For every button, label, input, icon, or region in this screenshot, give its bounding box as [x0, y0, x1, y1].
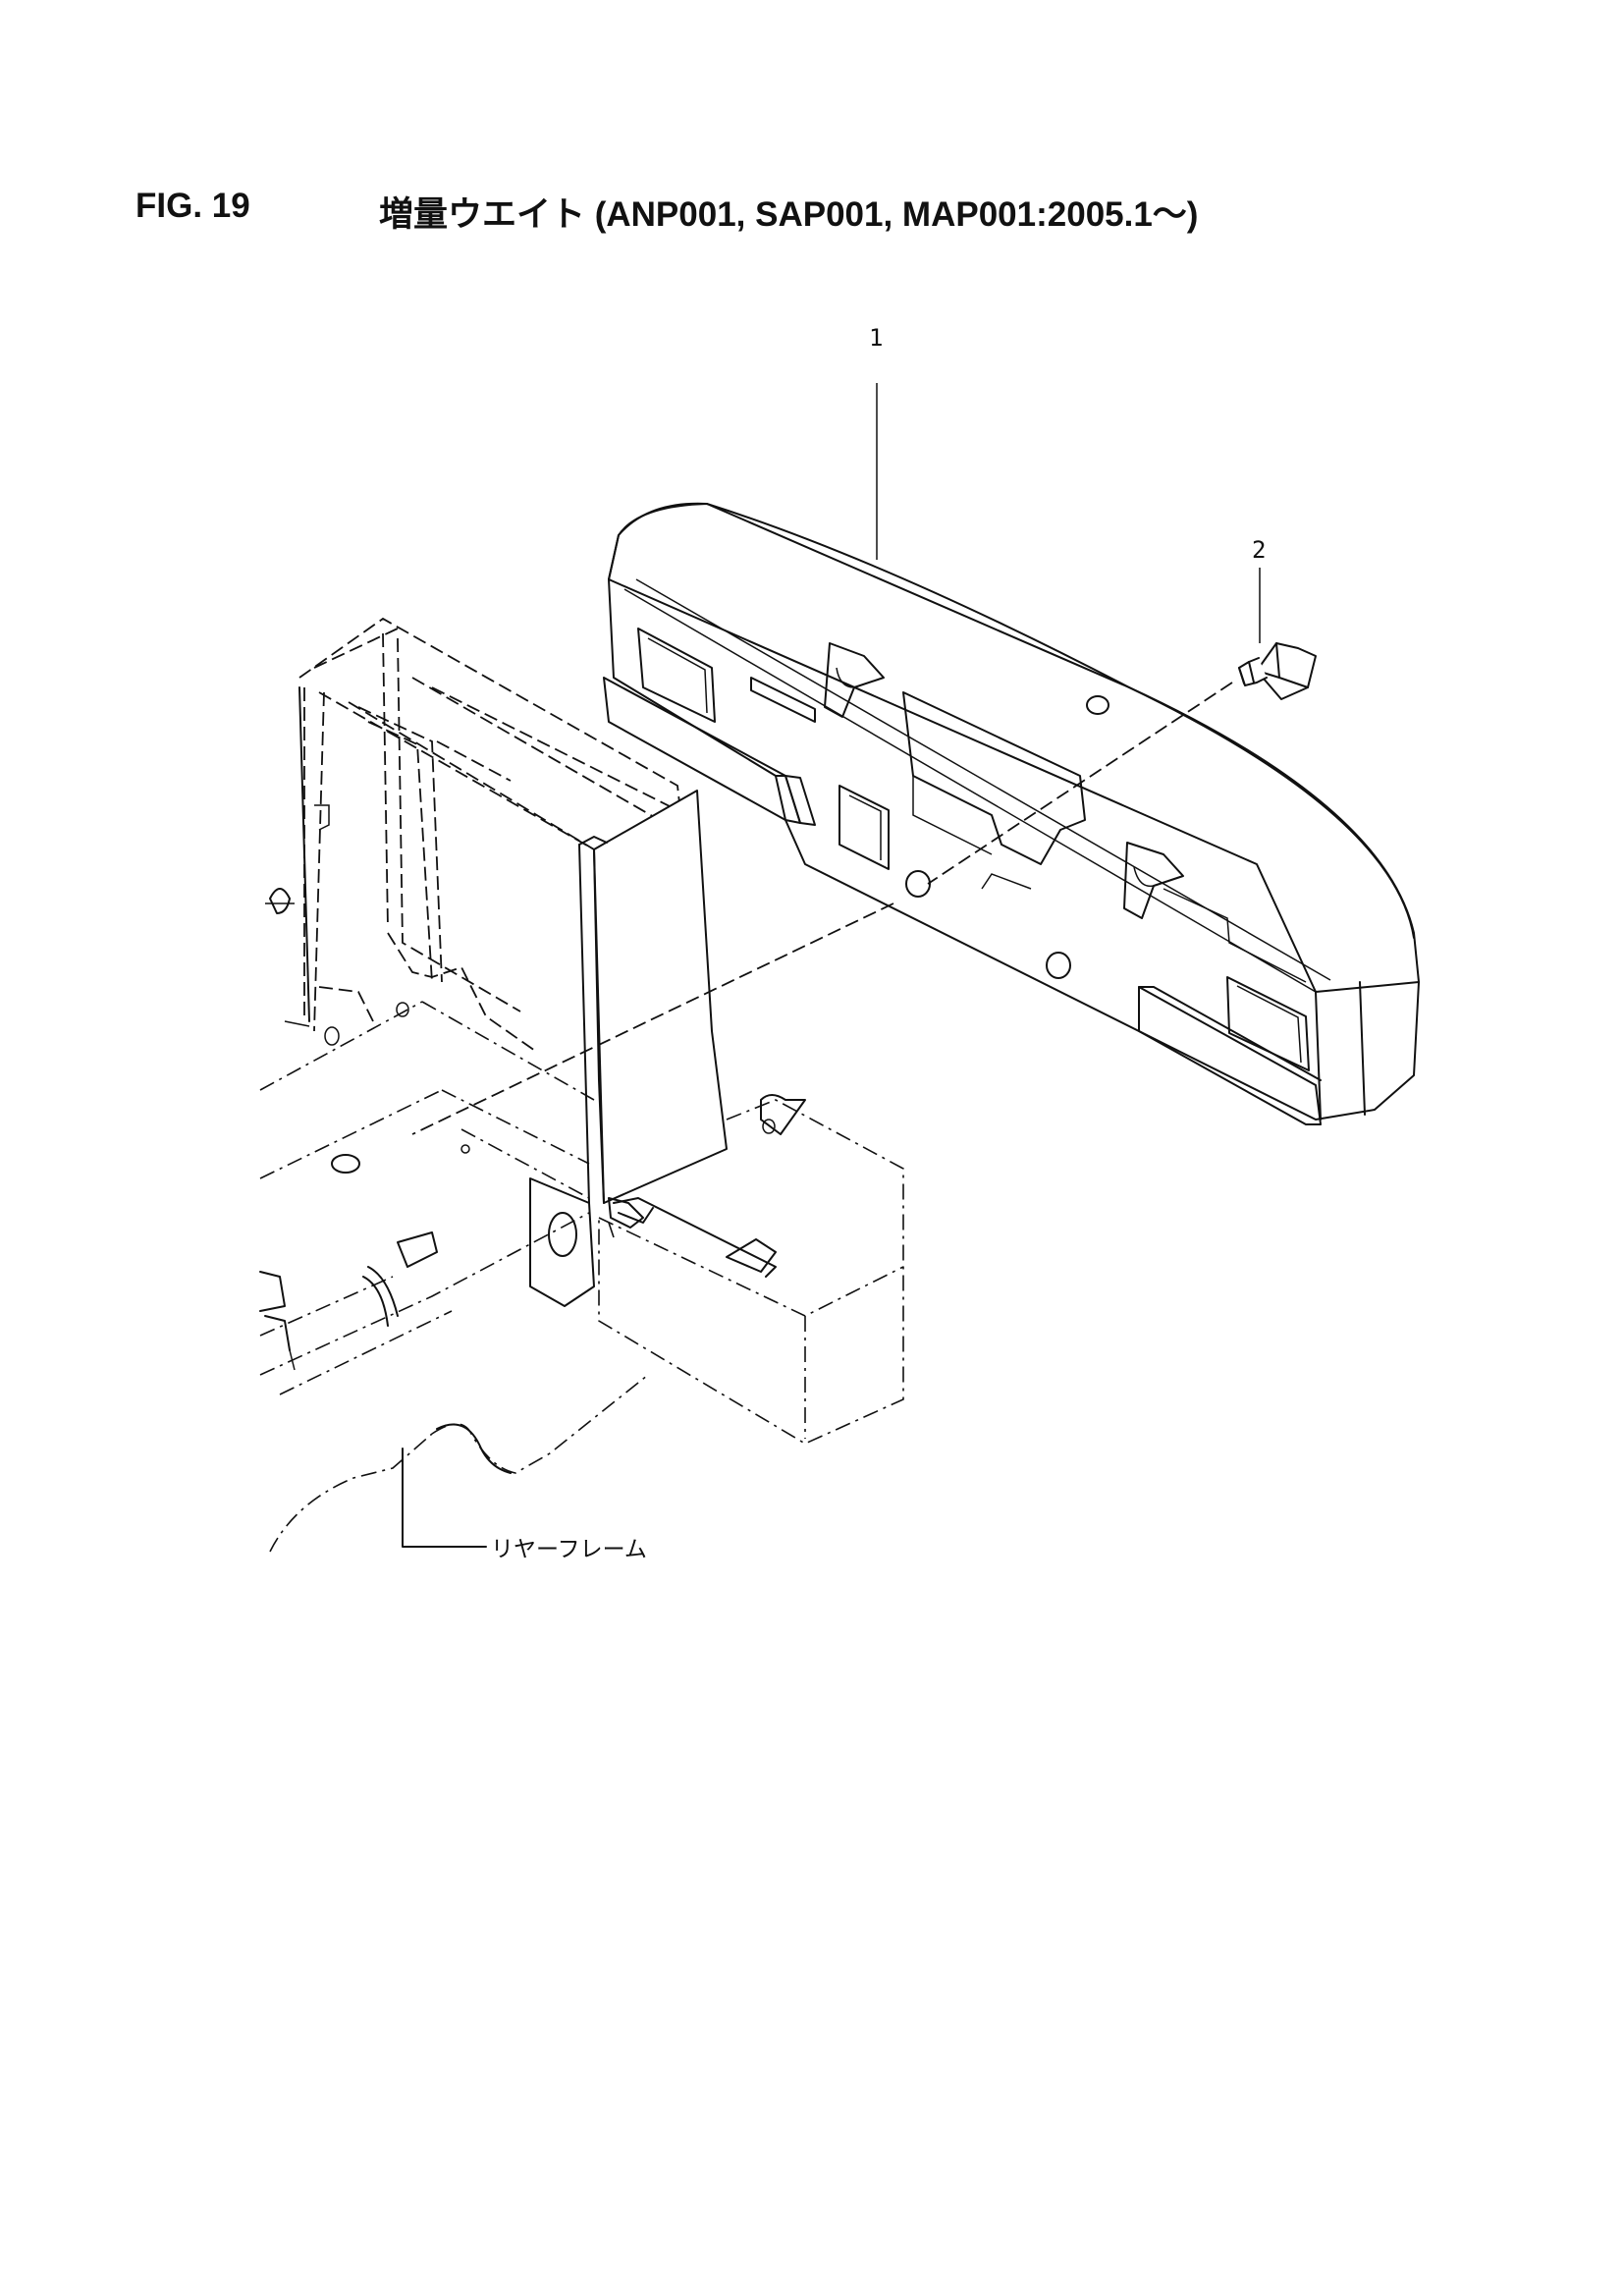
bolt-part	[1238, 642, 1317, 700]
rear-frame	[259, 617, 904, 1553]
rear-frame-label: リヤーフレーム	[491, 1537, 647, 1562]
figure-number: FIG. 19	[135, 187, 250, 225]
assembly-centerlines	[411, 682, 1233, 1238]
callout-1: 1	[869, 324, 883, 560]
counterweight-part	[603, 502, 1420, 1125]
callout-2: 2	[1252, 536, 1266, 643]
callout-2-label: 2	[1252, 536, 1266, 564]
callout-1-label: 1	[869, 324, 883, 352]
figure-title: 増量ウエイト (ANP001, SAP001, MAP001:2005.1～)	[379, 195, 1199, 234]
